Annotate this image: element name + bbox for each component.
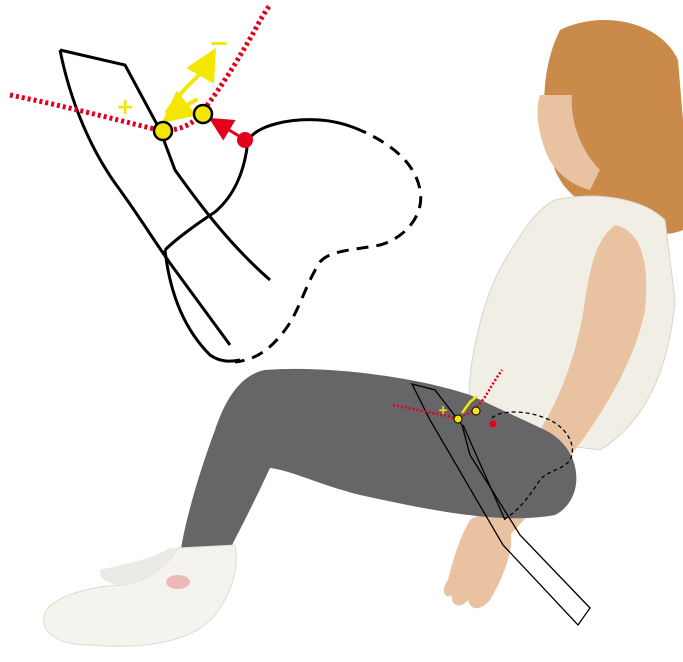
pelvis-diagram: [60, 50, 421, 362]
seated-girl-figure: +: [43, 20, 683, 646]
red-dotted-line: [10, 5, 270, 130]
yellow-marker-plus: [154, 122, 172, 140]
small-plus-label: +: [438, 403, 448, 417]
small-red-marker: [490, 421, 497, 428]
pelvis-upper-arc: [248, 120, 355, 140]
sock: [43, 545, 236, 646]
minus-label: −: [209, 29, 229, 57]
yellow-marker-minus: [194, 105, 212, 123]
pelvis-dashed-contour: [235, 128, 421, 362]
sock-pattern: [166, 575, 190, 589]
small-yellow-marker-1: [454, 415, 462, 423]
small-yellow-marker-2: [472, 407, 480, 415]
plus-label: +: [116, 95, 134, 120]
pelvis-outline: [60, 50, 270, 345]
red-marker: [237, 132, 253, 148]
hand: [444, 516, 511, 609]
